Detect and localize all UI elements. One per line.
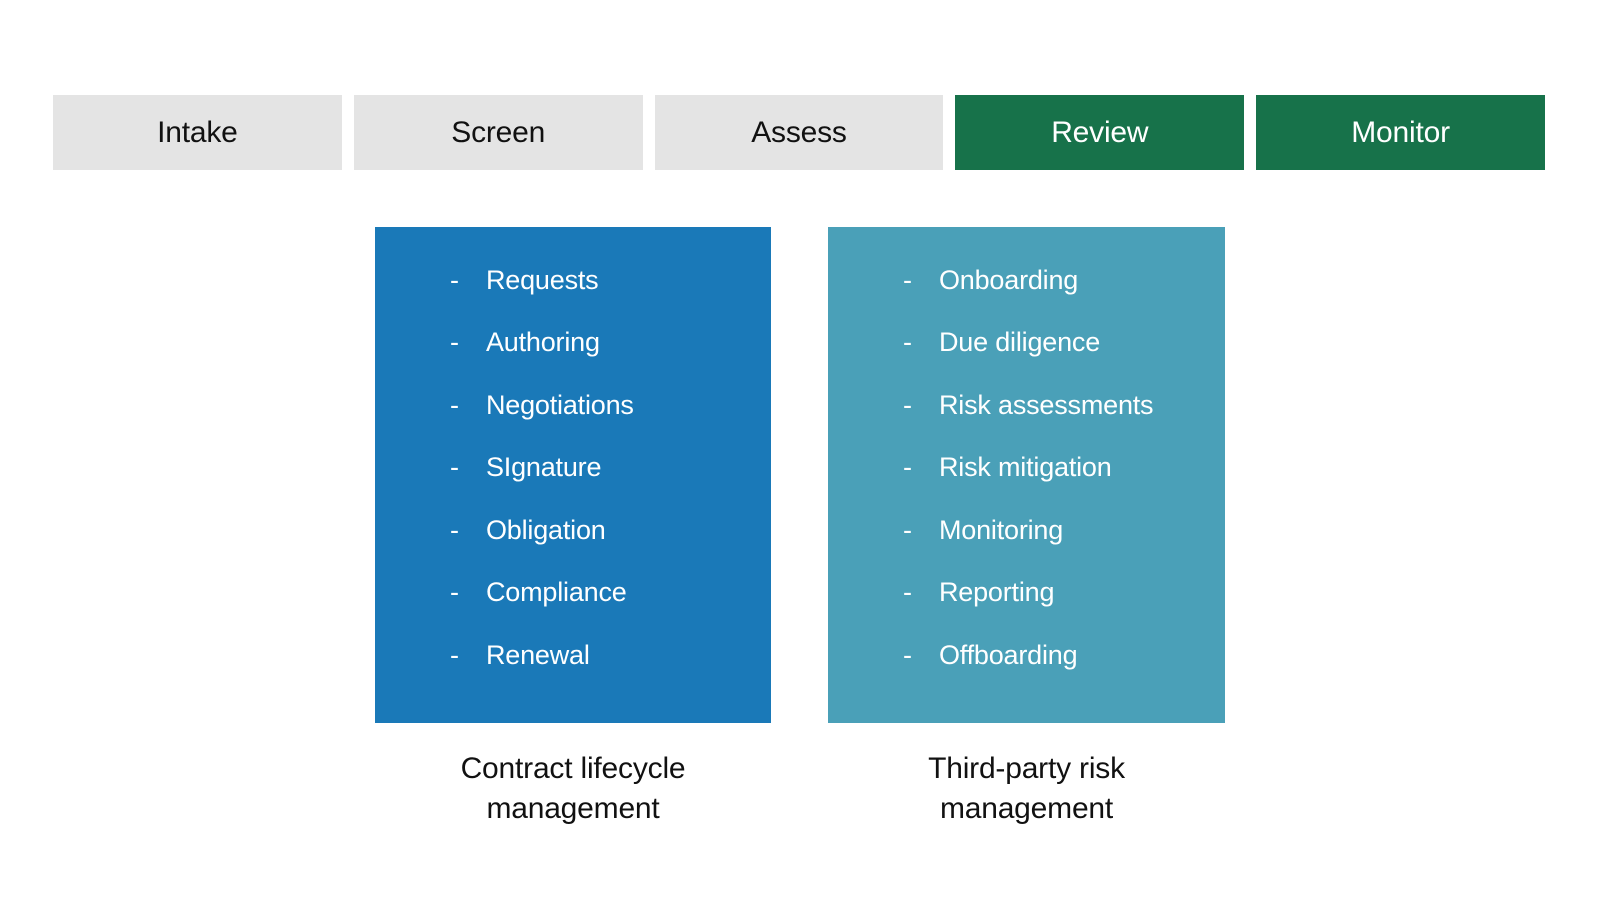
list-item: - Monitoring [828,499,1225,562]
contract-lifecycle-group: - Requests - Authoring - Negotiations - … [375,227,771,829]
list-item-label: Negotiations [486,389,634,420]
contract-lifecycle-list: - Requests - Authoring - Negotiations - … [375,227,771,687]
dash-bullet: - [450,389,459,420]
list-item-label: Onboarding [939,264,1079,295]
list-item: - Risk assessments [828,374,1225,437]
stage-monitor: Monitor [1256,95,1545,170]
list-item-label: Compliance [486,577,627,608]
dash-bullet: - [903,327,912,358]
stage-review: Review [955,95,1245,170]
third-party-risk-list: - Onboarding - Due diligence - Risk asse… [828,227,1225,687]
list-item-label: Obligation [486,514,606,545]
stage-label: Assess [751,115,847,149]
list-item-label: Offboarding [939,639,1078,670]
dash-bullet: - [903,389,912,420]
third-party-risk-caption: Third-party risk management [928,752,1125,825]
stage-label: Review [1051,115,1149,149]
stage-row: Intake Screen Assess Review Monitor [53,95,1545,170]
list-item: - Negotiations [375,374,771,437]
list-item: - Compliance [375,562,771,625]
dash-bullet: - [450,264,459,295]
dash-bullet: - [903,577,912,608]
dash-bullet: - [450,577,459,608]
stage-screen: Screen [353,95,643,170]
list-item: - Obligation [375,499,771,562]
list-item-label: Risk mitigation [939,452,1112,483]
dash-bullet: - [450,514,459,545]
stage-label: Monitor [1351,115,1450,149]
list-item: - Offboarding [828,624,1225,687]
stage-label: Screen [451,115,546,149]
list-item-label: Authoring [486,327,600,358]
dash-bullet: - [903,514,912,545]
list-item: - Risk mitigation [828,437,1225,500]
list-item: - Requests [375,249,771,312]
contract-lifecycle-caption: Contract lifecycle management [460,752,686,825]
dash-bullet: - [903,452,912,483]
stage-label: Intake [157,115,238,149]
list-item: - Reporting [828,562,1225,625]
stage-intake: Intake [53,95,342,170]
dash-bullet: - [450,327,459,358]
list-item: - Renewal [375,624,771,687]
list-item-label: Monitoring [939,514,1064,545]
list-item: - Onboarding [828,249,1225,312]
list-item: - Due diligence [828,312,1225,375]
contract-lifecycle-panel: - Requests - Authoring - Negotiations - … [375,227,771,723]
list-item: - SIgnature [375,437,771,500]
stage-assess: Assess [654,95,944,170]
list-item-label: Risk assessments [939,389,1154,420]
dash-bullet: - [450,452,459,483]
dash-bullet: - [450,639,459,670]
dash-bullet: - [903,639,912,670]
list-item: - Authoring [375,312,771,375]
list-item-label: Requests [486,264,599,295]
list-item-label: Reporting [939,577,1055,608]
third-party-risk-panel: - Onboarding - Due diligence - Risk asse… [828,227,1225,723]
dash-bullet: - [903,264,912,295]
list-item-label: Due diligence [939,327,1101,358]
list-item-label: Renewal [486,639,590,670]
third-party-risk-group: - Onboarding - Due diligence - Risk asse… [828,227,1225,829]
list-item-label: SIgnature [486,452,602,483]
